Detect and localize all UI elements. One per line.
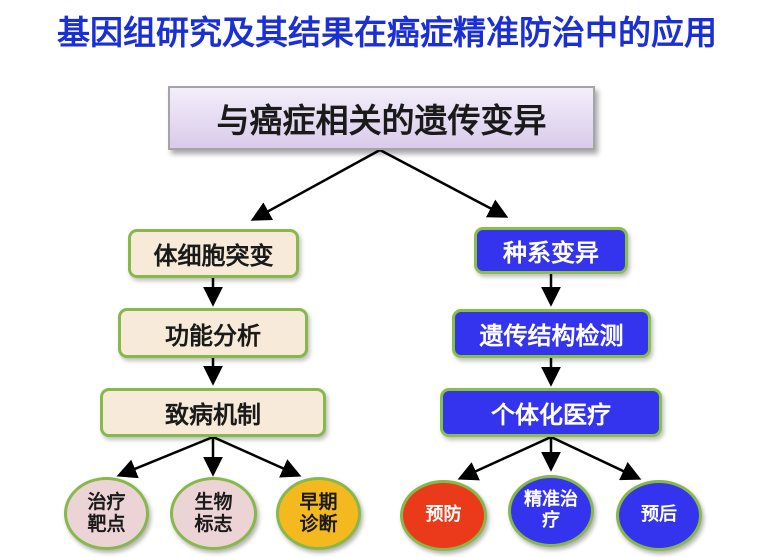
arrow-left-fan-3: [212, 435, 302, 478]
node-genetic-structure-testing: 遗传结构检测: [452, 309, 651, 358]
outcome-precision-treatment: 精准治疗: [508, 475, 594, 547]
node-personalized-medicine: 个体化医疗: [440, 388, 662, 437]
node-somatic-mutation: 体细胞突变: [128, 229, 299, 278]
node-functional-analysis: 功能分析: [118, 308, 308, 358]
outcome-therapeutic-target: 治疗靶点: [64, 477, 149, 550]
outcome-label: 精准治疗: [524, 489, 578, 531]
outcome-label: 早期诊断: [299, 490, 338, 535]
outcome-label: 治疗靶点: [87, 490, 126, 535]
page-title: 基因组研究及其结果在癌症精准防治中的应用: [57, 13, 717, 52]
arrow-right-fan-3: [550, 435, 642, 481]
outcome-prevention: 预防: [400, 480, 487, 551]
outcome-label: 生物标志: [194, 490, 233, 535]
node-germline-variant: 种系变异: [474, 227, 628, 274]
arrow-root-to-left: [250, 148, 381, 221]
root-node: 与癌症相关的遗传变异: [168, 86, 595, 150]
arrow-root-to-right: [379, 148, 509, 218]
outcome-early-diagnosis: 早期诊断: [276, 477, 361, 550]
outcome-label: 预防: [425, 504, 462, 526]
outcome-label: 预后: [641, 504, 677, 526]
outcome-prognosis: 预后: [616, 480, 702, 551]
arrow-right-fan-1: [457, 435, 552, 481]
node-pathogenic-mechanism: 致病机制: [100, 388, 326, 437]
outcome-biomarker: 生物标志: [170, 477, 257, 550]
arrow-left-fan-1: [116, 435, 214, 479]
